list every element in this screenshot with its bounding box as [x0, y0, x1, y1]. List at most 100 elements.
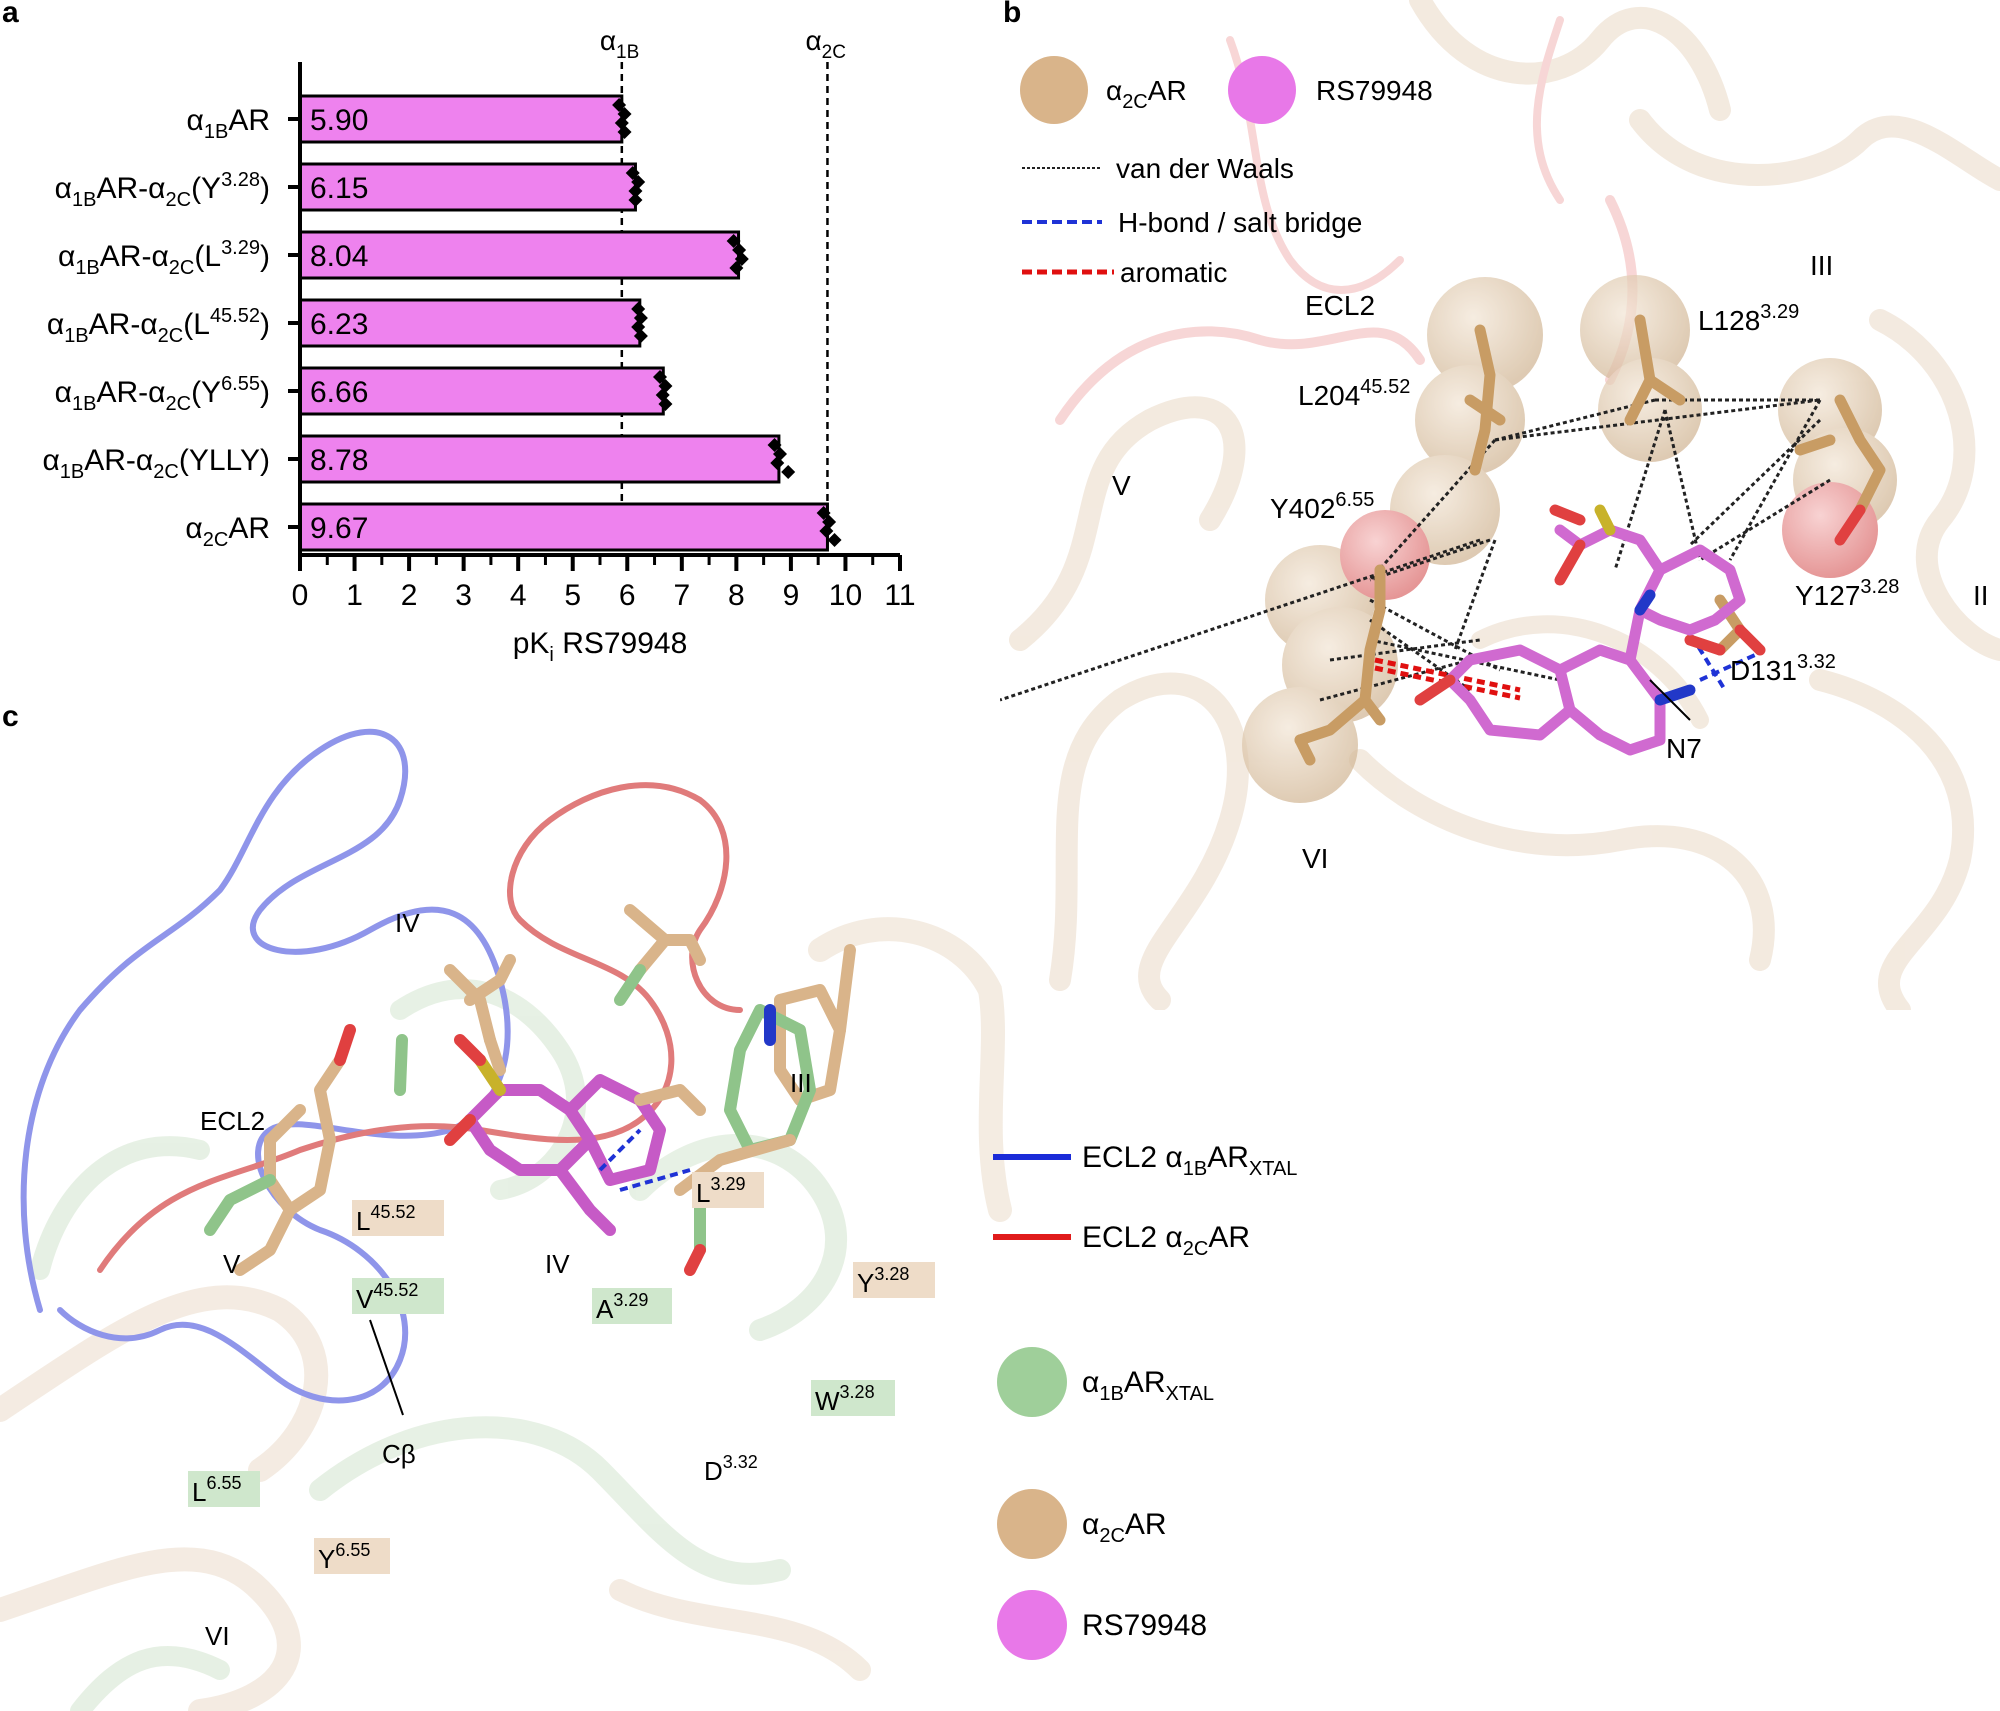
data-point [625, 166, 640, 180]
bar-value-label: 9.67 [310, 512, 368, 545]
rs79948-ligand [444, 1034, 706, 1236]
legend-ecl2-a1b-label: ECL2 α1BARXTAL [1082, 1141, 1297, 1180]
bar [298, 366, 665, 416]
x-tick-label: 9 [783, 579, 800, 612]
data-point [781, 465, 796, 479]
category-label: α1BAR-α2C(Y3.28) [55, 169, 270, 211]
label-helix-vi: VI [205, 1621, 230, 1651]
category-label: α2CAR [185, 512, 270, 551]
reference-line-label: α1B [600, 25, 639, 63]
bar-value-label: 6.23 [310, 308, 368, 341]
panel-b-legend: α2CAR RS79948 van der Waals H-bond / sal… [1020, 56, 1433, 288]
helix-ribbons [0, 917, 1012, 1711]
legend-hbond-label: H-bond / salt bridge [1118, 207, 1362, 238]
category-label: α1BAR-α2C(YLLY) [42, 444, 270, 483]
legend-alpha2c-label: α2CAR [1106, 75, 1187, 113]
label-helix-ii: II [1973, 580, 1989, 611]
data-point [628, 193, 643, 207]
data-point [612, 98, 627, 112]
data-point [633, 329, 648, 343]
legend-aromatic-label: aromatic [1120, 257, 1227, 288]
x-tick-label: 8 [728, 579, 745, 612]
residue-sticks [204, 904, 856, 1276]
category-label: α1BAR-α2C(L45.52) [47, 305, 270, 347]
x-tick-label: 1 [346, 579, 363, 612]
x-tick-label: 0 [292, 579, 309, 612]
data-point [819, 524, 834, 538]
label-l128: L1283.29 [1698, 301, 1799, 336]
x-tick-label: 7 [673, 579, 690, 612]
legend-alpha2c-swatch [1020, 56, 1088, 124]
legend-vdw-label: van der Waals [1116, 153, 1294, 184]
bar [298, 502, 829, 552]
panel-c-legend: ECL2 α1BARXTAL ECL2 α2CAR α1BARXTAL α2CA… [993, 1141, 1297, 1660]
label-ecl2: ECL2 [200, 1106, 265, 1136]
x-tick-label: 4 [510, 579, 527, 612]
x-tick-label: 3 [455, 579, 472, 612]
reference-line-label: α2C [805, 25, 845, 63]
panel-c-structure: IV ECL2 III V IV VI Cβ L45.52 L3.29 V45.… [0, 728, 1297, 1711]
label-helix-iii: III [790, 1068, 812, 1098]
category-label: α1BAR-α2C(Y6.55) [55, 373, 270, 415]
label-n7: N7 [1666, 733, 1702, 764]
hbond-lines [598, 1128, 691, 1192]
label-l204: L20445.52 [1298, 376, 1410, 411]
label-w328: W3.28 [815, 1382, 875, 1416]
bar-value-label: 5.90 [310, 104, 368, 137]
label-helix-vi: VI [1302, 843, 1328, 874]
panel-c-labels: IV ECL2 III V IV VI Cβ L45.52 L3.29 V45.… [188, 908, 935, 1651]
helix-ribbons [1009, 0, 2000, 1010]
label-a329: A3.29 [596, 1290, 648, 1324]
bar-value-label: 6.15 [310, 172, 368, 205]
data-point [726, 234, 741, 248]
x-axis-label: pKi RS79948 [513, 627, 688, 666]
data-point [767, 438, 782, 452]
bar-value-label: 8.78 [310, 444, 368, 477]
panel-b-letter: b [1003, 0, 1022, 29]
legend-ligand-label: RS79948 [1082, 1609, 1207, 1642]
label-l4552: L45.52 [356, 1202, 416, 1236]
data-point [628, 184, 643, 198]
data-point [770, 456, 785, 470]
panel-b-structure: α2CAR RS79948 van der Waals H-bond / sal… [1000, 0, 2000, 1010]
bar-value-label: 8.04 [310, 240, 368, 273]
x-tick-label: 5 [564, 579, 581, 612]
label-ecl2: ECL2 [1305, 290, 1375, 321]
data-point [734, 252, 749, 266]
legend-a2c-swatch [997, 1489, 1067, 1559]
category-label: α1BAR-α2C(L3.29) [58, 237, 270, 279]
label-y655: Y6.55 [318, 1540, 370, 1574]
bar [298, 434, 781, 484]
ecl2-alpha2c-loop [97, 782, 743, 1273]
label-l329: L3.29 [696, 1174, 746, 1208]
data-point [729, 261, 744, 275]
data-point [827, 533, 842, 547]
residue-sticks [1294, 314, 1886, 766]
label-y127: Y1273.28 [1795, 576, 1899, 611]
label-helix-v: V [1112, 470, 1131, 501]
label-d332: D3.32 [704, 1452, 758, 1486]
legend-a1b-xtal-label: α1BARXTAL [1082, 1366, 1214, 1405]
legend-a1b-xtal-swatch [997, 1347, 1067, 1417]
x-tick-label: 6 [619, 579, 636, 612]
legend-ligand-swatch [1228, 56, 1296, 124]
label-helix-iv-mid: IV [545, 1249, 570, 1279]
label-l655: L6.55 [192, 1473, 242, 1507]
legend-a2c-label: α2CAR [1082, 1508, 1167, 1547]
data-point [653, 370, 667, 384]
x-tick-label: 2 [401, 579, 418, 612]
panel-c-letter: c [2, 700, 19, 733]
label-d131: D1313.32 [1730, 651, 1836, 686]
x-tick-label: 10 [829, 579, 862, 612]
legend-ligand-label: RS79948 [1316, 75, 1433, 106]
label-helix-iv-top: IV [395, 908, 420, 938]
data-point [658, 397, 673, 411]
legend-ecl2-a2c-label: ECL2 α2CAR [1082, 1221, 1250, 1260]
bar-value-label: 6.66 [310, 376, 368, 409]
legend-ligand-swatch [997, 1590, 1067, 1660]
panel-a-letter: a [2, 0, 19, 29]
label-v4552: V45.52 [356, 1280, 418, 1314]
panel-b-labels: ECL2 III II V VI L1283.29 L20445.52 Y402… [1112, 250, 1989, 874]
label-helix-iii: III [1810, 250, 1833, 281]
data-point [617, 125, 632, 139]
